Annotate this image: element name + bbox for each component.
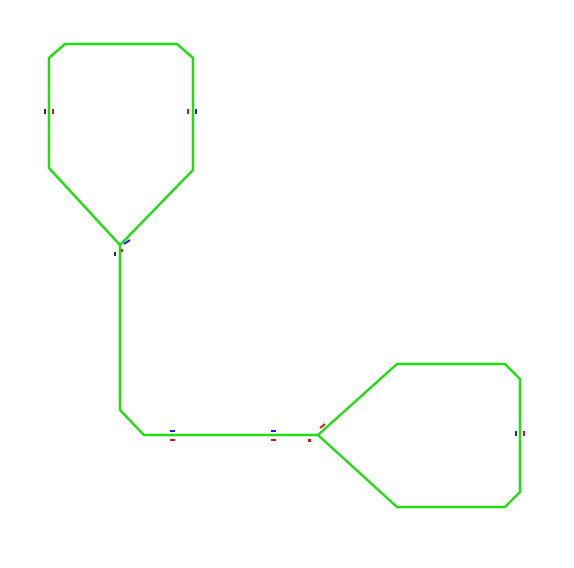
marker-upper-left [44,109,54,114]
marker-right-junction [308,423,326,442]
marker-track-left [170,430,175,441]
connector-track [118,245,318,437]
upper-loop-track [47,42,195,246]
marker-upper-junction [114,239,131,256]
marker-right-loop [515,431,525,436]
marker-track-middle [271,430,276,441]
marker-upper-right [187,109,197,114]
right-loop-track [317,362,522,509]
